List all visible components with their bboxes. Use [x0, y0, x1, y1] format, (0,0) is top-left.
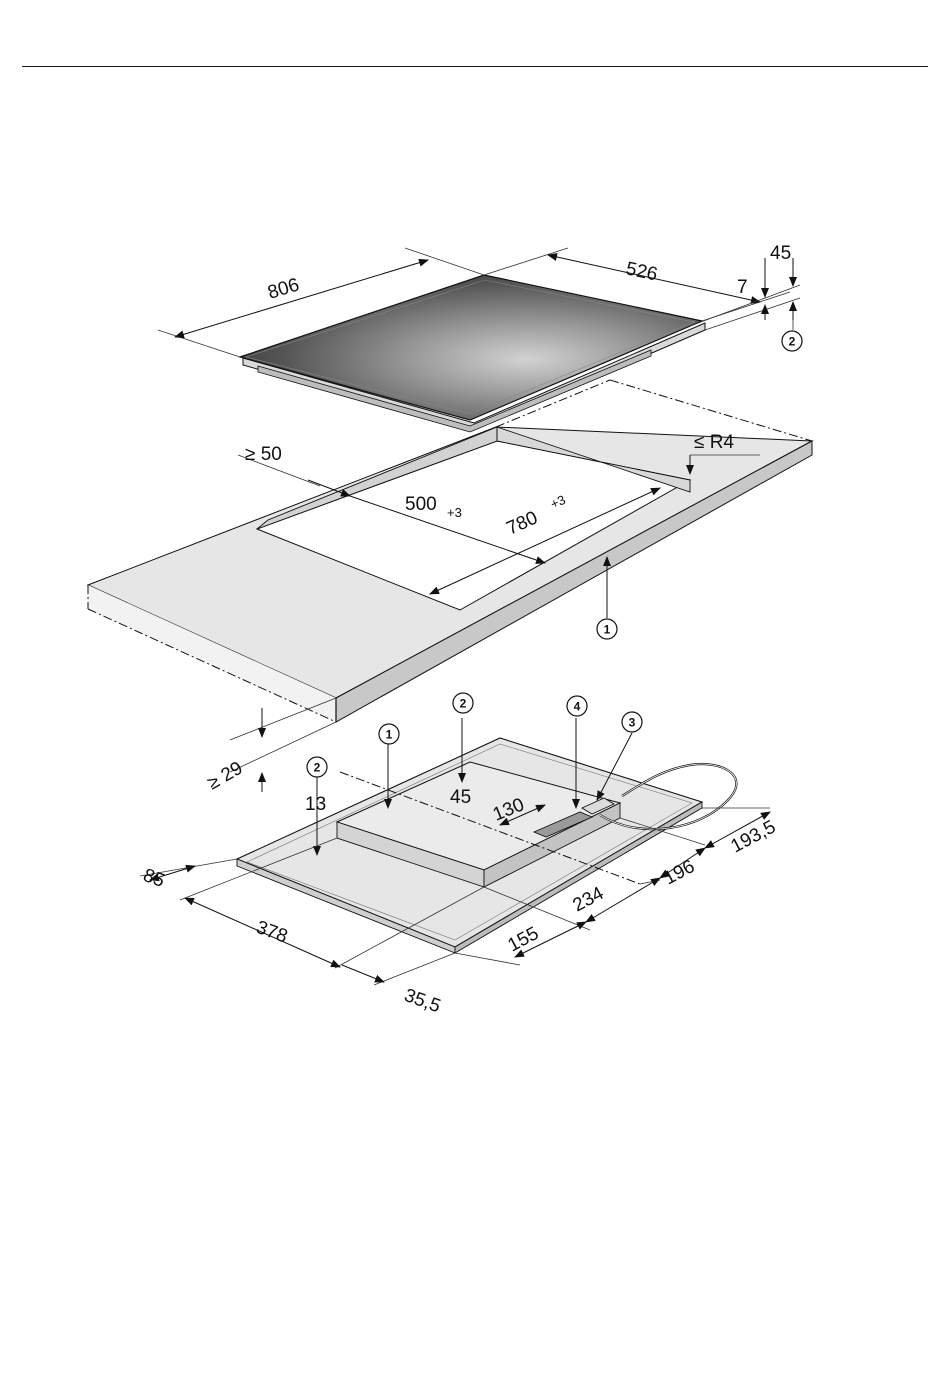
callout-1-worktop-text: 1	[604, 623, 611, 637]
cutout-depth-tolerance: +3	[447, 505, 462, 520]
callout-2-underside-right-text: 2	[460, 697, 467, 711]
callout-4-connector-text: 4	[574, 700, 581, 714]
corner-radius-label: ≤ R4	[694, 432, 734, 453]
d155-label: 155	[504, 923, 542, 956]
hob-height-label: 45	[770, 243, 791, 264]
callout-2-underside-left-text: 2	[314, 761, 321, 775]
callout-2-hob-text: 2	[789, 335, 796, 349]
d193-label: 193,5	[727, 817, 779, 858]
cutout-depth-label: 500	[405, 494, 437, 515]
callout-3-cable-text: 3	[629, 716, 636, 730]
min-worktop-thickness-label: ≥ 29	[204, 758, 246, 795]
glass-thickness-label: 7	[737, 277, 748, 298]
callout-1-worktop: 1	[597, 619, 617, 639]
underside-height-right: 45	[450, 787, 471, 808]
callout-2-underside-right: 2	[453, 693, 473, 713]
hob-depth-label: 526	[624, 258, 659, 285]
front-offset-label: 35,5	[401, 985, 443, 1017]
callout-1-underside-text: 1	[386, 728, 393, 742]
callout-1-underside: 1	[379, 724, 399, 744]
min-front-distance-label: ≥ 50	[245, 444, 282, 465]
hob-width-label: 806	[265, 274, 301, 303]
underside-height-left: 13	[305, 794, 326, 815]
hob-glass-top	[240, 275, 705, 432]
cutout-width-tolerance: +3	[548, 492, 568, 512]
callout-2-underside-left: 2	[307, 757, 327, 777]
box-width-label: 378	[253, 917, 290, 948]
left-offset-label: 85	[140, 865, 167, 892]
d234-label: 234	[569, 883, 607, 917]
d196-label: 196	[660, 856, 698, 889]
callout-3-cable: 3	[622, 712, 642, 732]
cutout-width-label: 780	[503, 507, 541, 539]
callout-4-connector: 4	[567, 696, 587, 716]
callout-2-hob: 2	[782, 331, 802, 351]
